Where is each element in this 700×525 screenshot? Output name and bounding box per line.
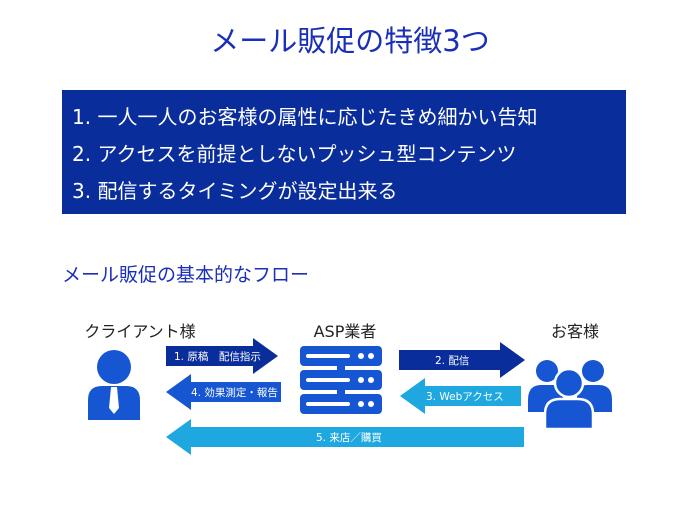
page-title: メール販促の特徴3つ [210,24,490,58]
arrow-1: 1. 原稿 配信指示 [166,338,278,374]
feature-item-3: 3. 配信するタイミングが設定出来る [72,179,398,203]
arrow-4-label: 4. 効果測定・報告 [191,386,278,399]
flow-title: メール販促の基本的なフロー [62,264,310,286]
arrow-1-label: 1. 原稿 配信指示 [174,350,261,363]
arrow-2: 2. 配信 [399,342,525,378]
group-icon [528,360,612,431]
arrow-4: 4. 効果測定・報告 [166,374,281,410]
arrow-3: 3. Webアクセス [400,378,521,414]
arrow-3-label: 3. Webアクセス [426,391,504,403]
customer-label: お客様 [550,322,599,341]
arrow-5-label: 5. 来店／購買 [316,431,382,444]
feature-list-box: 1. 一人一人のお客様の属性に応じたきめ細かい告知 2. アクセスを前提としない… [62,90,626,214]
feature-item-1: 1. 一人一人のお客様の属性に応じたきめ細かい告知 [72,105,538,129]
arrow-2-label: 2. 配信 [435,355,469,367]
client-label: クライアント様 [84,322,196,341]
server-stack-icon [300,346,382,414]
person-icon [88,350,140,420]
feature-item-2: 2. アクセスを前提としないプッシュ型コンテンツ [72,142,517,166]
asp-label: ASP業者 [313,322,377,341]
arrow-5: 5. 来店／購買 [166,419,524,455]
